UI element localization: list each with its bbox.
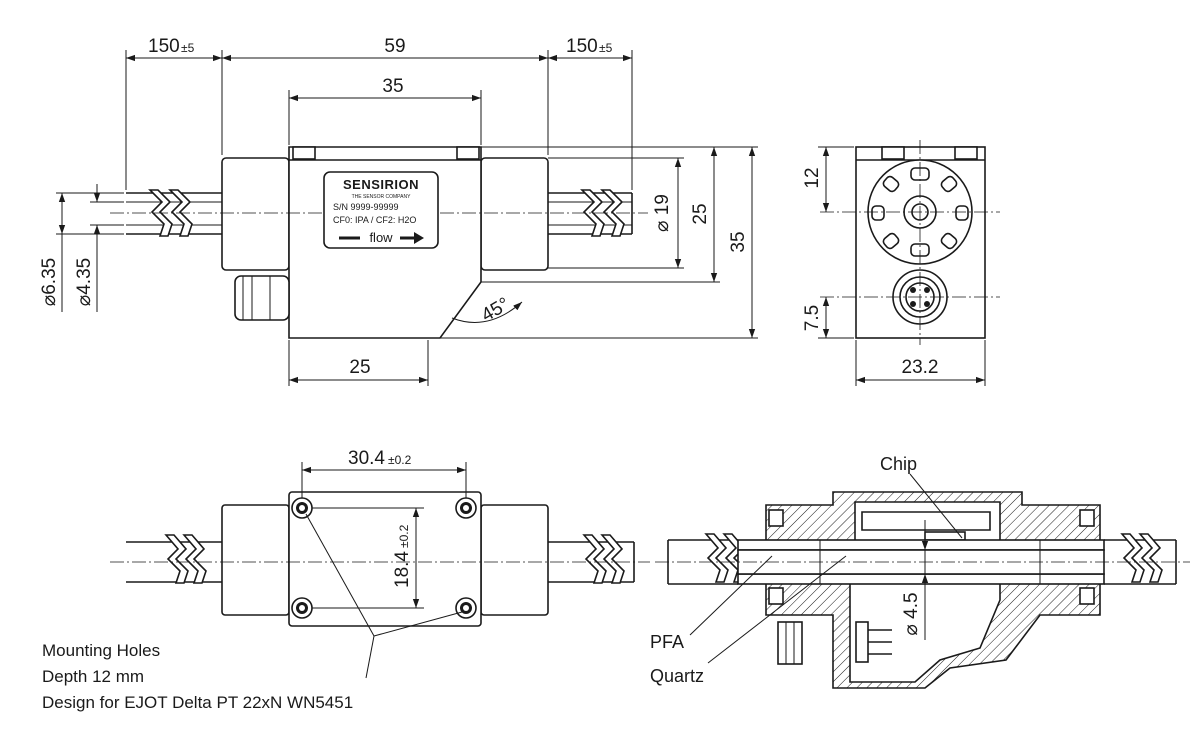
dim-hole-spacing-x: 30.4: [348, 448, 385, 469]
note-screw-design: Design for EJOT Delta PT 22xN WN5451: [42, 693, 353, 712]
bottom-view: 30.4 ±0.2 18.4 ±0.2 Mounting Holes Depth…: [42, 448, 650, 712]
dim-bore-diameter-value: 4.5: [901, 592, 922, 618]
dim-bottom-25: 25: [349, 357, 370, 378]
label-brand: SENSIRION: [343, 177, 419, 192]
dim-hole-spacing-y: 18.4: [392, 551, 413, 588]
dim-outer-diameter: ⌀6.35: [39, 258, 60, 306]
dim-bore-diameter: ⌀ 4.5: [901, 592, 922, 635]
dim-diameter-19: ⌀ 19: [652, 194, 673, 232]
mounting-holes: [291, 497, 477, 619]
dim-cable-right-tol: ±5: [599, 41, 613, 55]
dim-diameter-19-value: 19: [652, 194, 673, 215]
section-view: ⌀ 4.5 Chip PFA Quartz: [650, 454, 1190, 689]
label-calibration: CF0: IPA / CF2: H2O: [333, 215, 416, 225]
dim-top-width: 35: [382, 76, 403, 97]
dim-bore-diameter-symbol: ⌀: [901, 624, 922, 635]
label-serial: S/N 9999-99999: [333, 202, 399, 212]
dim-side-12: 12: [802, 167, 823, 188]
dim-outer-diameter-symbol: ⌀: [39, 295, 60, 306]
dim-hole-spacing-y-tol: ±0.2: [397, 524, 411, 548]
label-tagline: THE SENSOR COMPANY: [352, 194, 411, 200]
dim-inner-diameter-value: 4.35: [74, 258, 95, 295]
dim-diameter-19-symbol: ⌀: [652, 220, 673, 231]
dim-cable-right: 150: [566, 36, 598, 57]
dim-hole-spacing-x-tol: ±0.2: [388, 453, 412, 467]
note-mounting-holes: Mounting Holes: [42, 641, 160, 660]
dim-side-7-5: 7.5: [802, 305, 823, 331]
callout-pfa: PFA: [650, 632, 684, 652]
product-label: [323, 171, 439, 249]
side-view: 12 7.5 23.2: [802, 140, 1000, 386]
callout-chip: Chip: [880, 454, 917, 474]
dim-inner-diameter: ⌀4.35: [74, 258, 95, 306]
dim-side-23-2: 23.2: [902, 357, 939, 378]
dim-overall-length: 59: [384, 36, 405, 57]
front-view: SENSIRION THE SENSOR COMPANY S/N 9999-99…: [39, 36, 758, 386]
dim-cable-left-tol: ±5: [181, 41, 195, 55]
dim-inner-diameter-symbol: ⌀: [74, 295, 95, 306]
dim-outer-diameter-value: 6.35: [39, 258, 60, 295]
dim-cable-left: 150: [148, 36, 180, 57]
label-flow: flow: [369, 230, 393, 245]
dim-height-25: 25: [690, 203, 711, 224]
callout-quartz: Quartz: [650, 666, 704, 686]
right-cable: [548, 189, 633, 237]
flow-arrow: flow: [339, 230, 424, 245]
dim-height-35: 35: [728, 231, 749, 252]
note-depth: Depth 12 mm: [42, 667, 144, 686]
